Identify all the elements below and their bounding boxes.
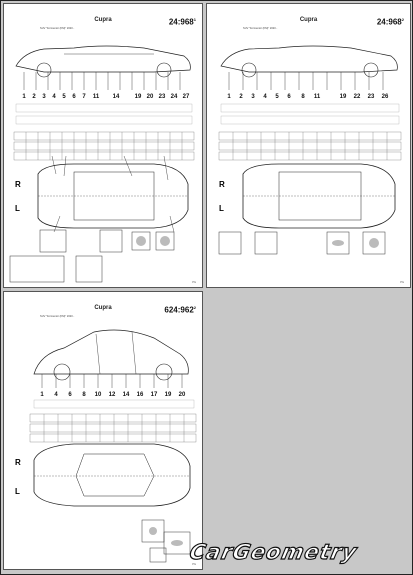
svg-text:6: 6 xyxy=(68,392,72,398)
page-1-subtitle: SUV "Formentor (KM)" 2020 - xyxy=(40,27,75,30)
svg-text:23: 23 xyxy=(368,94,375,100)
page-2-subtitle: SUV "Formentor (KM)" 2020 - xyxy=(243,27,278,30)
page-3-title: Cupra xyxy=(94,305,112,311)
svg-text:3: 3 xyxy=(251,94,255,100)
page-2-title: Cupra xyxy=(299,17,318,23)
svg-text:12: 12 xyxy=(109,392,116,398)
svg-text:1: 1 xyxy=(22,94,26,100)
side-label-left-2: L xyxy=(219,204,224,213)
page-1-number: 24:9681 xyxy=(168,17,196,27)
side-label-right-3: R xyxy=(15,458,21,467)
svg-text:19: 19 xyxy=(340,94,347,100)
side-label-left-1: L xyxy=(15,204,20,213)
page-3-subtitle: SUV "Formentor (KM)" 2020 - xyxy=(40,315,75,318)
svg-text:16: 16 xyxy=(137,392,144,398)
svg-text:23: 23 xyxy=(159,94,166,100)
svg-text:11: 11 xyxy=(314,94,321,100)
side-label-right-2: R xyxy=(219,180,225,189)
svg-text:6: 6 xyxy=(72,94,76,100)
svg-text:5: 5 xyxy=(62,94,66,100)
svg-text:7: 7 xyxy=(82,94,86,100)
svg-text:27: 27 xyxy=(183,94,190,100)
page-3[interactable]: Cupra 624:9622 SUV "Formentor (KM)" 2020… xyxy=(3,291,203,570)
page-2-number: 24:9682 xyxy=(376,17,404,27)
svg-text:17: 17 xyxy=(151,392,158,398)
page-3-number: 624:9622 xyxy=(164,305,196,315)
cargeometry-logo: CarGeometry xyxy=(187,539,400,568)
svg-text:1: 1 xyxy=(40,392,44,398)
svg-text:8: 8 xyxy=(82,392,86,398)
svg-text:11: 11 xyxy=(93,94,100,100)
page-1-footer: PG xyxy=(192,281,196,284)
svg-text:2: 2 xyxy=(239,94,243,100)
side-label-right-1: R xyxy=(15,180,21,189)
svg-text:24: 24 xyxy=(171,94,178,100)
page-1[interactable]: Cupra 24:9681 SUV "Formentor (KM)" 2020 … xyxy=(3,3,203,288)
svg-text:5: 5 xyxy=(275,94,279,100)
svg-text:20: 20 xyxy=(179,392,186,398)
page-3-footer: PG xyxy=(192,563,196,566)
svg-text:22: 22 xyxy=(354,94,361,100)
page-2[interactable]: Cupra 24:9682 SUV "Formentor (KM)" 2020 … xyxy=(206,3,411,288)
svg-text:4: 4 xyxy=(263,94,267,100)
svg-text:19: 19 xyxy=(135,94,142,100)
svg-text:14: 14 xyxy=(113,94,120,100)
svg-text:26: 26 xyxy=(382,94,389,100)
svg-text:4: 4 xyxy=(52,94,56,100)
svg-text:20: 20 xyxy=(147,94,154,100)
svg-text:3: 3 xyxy=(42,94,46,100)
empty-page-area xyxy=(206,291,409,568)
page-1-title: Cupra xyxy=(94,17,112,23)
page-2-footer: PG xyxy=(400,281,404,284)
svg-text:1: 1 xyxy=(227,94,231,100)
svg-text:14: 14 xyxy=(123,392,130,398)
svg-text:4: 4 xyxy=(54,392,58,398)
logo-text: CarGeometry xyxy=(187,539,360,564)
svg-text:6: 6 xyxy=(287,94,291,100)
svg-text:10: 10 xyxy=(95,392,102,398)
svg-text:8: 8 xyxy=(301,94,305,100)
svg-text:19: 19 xyxy=(165,392,172,398)
side-label-left-3: L xyxy=(15,487,20,496)
svg-text:2: 2 xyxy=(32,94,36,100)
